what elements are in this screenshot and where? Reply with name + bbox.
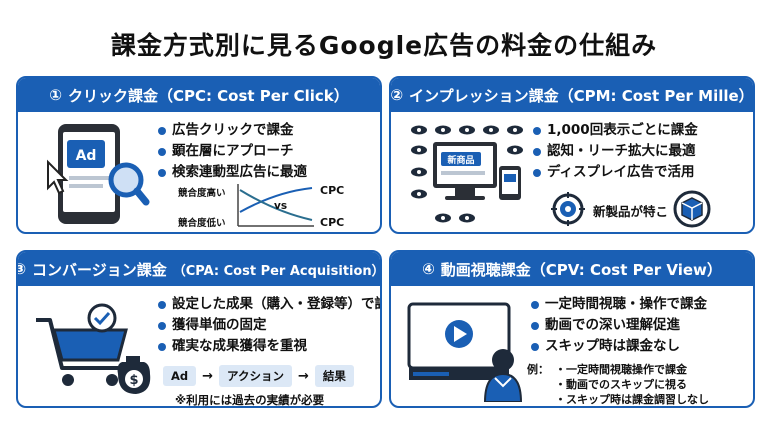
cpv-bullets: 一定時間視聴・操作で課金 動画での深い理解促進 スキップ時は課金なし bbox=[531, 294, 707, 357]
target-text: 新製品が特こ bbox=[593, 204, 669, 219]
cpc-panel-title: クリック課金（CPC: Cost Per Click） bbox=[67, 86, 349, 105]
cpa-panel-header: ③ コンバージョン課金 （CPA: Cost Per Acquisition） bbox=[18, 252, 380, 286]
cpa-panel-number: ③ bbox=[18, 260, 26, 278]
cpv-panel-header: ④ 動画視聴課金（CPV: Cost Per View） bbox=[391, 252, 753, 286]
phone-click-icon: Ad bbox=[47, 124, 150, 224]
cpm-panel-number: ② bbox=[390, 86, 404, 104]
cpc-bullet: 顕在層にアプローチ bbox=[158, 141, 307, 162]
display-eyes-icon: 新商品 bbox=[411, 125, 523, 223]
cpm-panel-title: インプレッション課金（CPM: Cost Per Mille） bbox=[409, 86, 754, 105]
cpc-bullet: 検索連動型広告に最適 bbox=[158, 162, 307, 183]
example-list: ・一定時間視聴操作で課金 ・動画でのスキップに視る ・スキップ時は課金調習しなし bbox=[555, 362, 709, 406]
cpa-bullets: 設定した成果（購入・登録等）で課金 獲得単価の固定 確実な成果獲得を重視 bbox=[158, 294, 380, 357]
cpm-bullet: 認知・リーチ拡大に最適 bbox=[533, 141, 698, 162]
example-item: ・動画でのスキップに視る bbox=[555, 378, 687, 391]
video-player-icon bbox=[407, 302, 523, 402]
cpv-panel-number: ④ bbox=[422, 260, 435, 278]
cpa-bullet: 確実な成果獲得を重視 bbox=[158, 336, 380, 357]
conversion-flow: Ad → アクション → 結果 bbox=[163, 365, 354, 387]
cpm-bullet: 1,000回表示ごとに課金 bbox=[533, 120, 698, 141]
cpc-bullets: 広告クリックで課金 顕在層にアプローチ 検索連動型広告に最適 bbox=[158, 120, 307, 183]
cpc-bullet: 広告クリックで課金 bbox=[158, 120, 307, 141]
flow-step-ad: Ad bbox=[163, 366, 197, 386]
cpa-note: ※利用には過去の実績が必要 bbox=[175, 393, 325, 407]
cpv-panel-title: 動画視聴課金（CPV: Cost Per View） bbox=[440, 260, 722, 279]
flow-arrow: → bbox=[202, 368, 214, 384]
screen-label: 新商品 bbox=[447, 154, 474, 166]
cpv-panel: ④ 動画視聴課金（CPV: Cost Per View） 一定時間視聴・操作で課… bbox=[389, 250, 755, 408]
cpv-bullet: 一定時間視聴・操作で課金 bbox=[531, 294, 707, 315]
cpa-panel-title: コンバージョン課金 bbox=[32, 260, 167, 279]
cpc-panel: ① クリック課金（CPC: Cost Per Click） Ad 広告クリックで… bbox=[16, 76, 382, 234]
cpc-panel-number: ① bbox=[49, 86, 62, 104]
flow-step-result: 結果 bbox=[314, 365, 354, 387]
cpv-bullet: 動画での深い理解促進 bbox=[531, 315, 707, 336]
product-box-icon bbox=[673, 190, 711, 228]
example-item: ・一定時間視聴操作で課金 bbox=[555, 363, 687, 376]
chart-cpc-top: CPC bbox=[320, 184, 345, 197]
page-title: 課金方式別に見るGoogle広告の料金の仕組み bbox=[110, 31, 658, 60]
cpm-panel-header: ② インプレッション課金（CPM: Cost Per Mille） bbox=[391, 78, 753, 112]
target-icon bbox=[551, 192, 585, 226]
example-item: ・スキップ時は課金調習しなし bbox=[555, 393, 709, 406]
ad-label: Ad bbox=[76, 148, 97, 164]
shopping-cart-icon: $ bbox=[36, 303, 151, 394]
chart-high-label: 競合度高い bbox=[178, 188, 226, 199]
cpc-comparison-chart bbox=[237, 184, 314, 227]
chart-vs-label: vs bbox=[274, 200, 288, 212]
flow-arrow: → bbox=[297, 368, 309, 384]
cpa-panel: ③ コンバージョン課金 （CPA: Cost Per Acquisition） … bbox=[16, 250, 382, 408]
cpv-bullet: スキップ時は課金なし bbox=[531, 336, 707, 357]
cpm-bullet: ディスプレイ広告で活用 bbox=[533, 162, 698, 183]
flow-step-action: アクション bbox=[219, 365, 292, 387]
cpc-panel-header: ① クリック課金（CPC: Cost Per Click） bbox=[18, 78, 380, 112]
chart-low-label: 競合度低い bbox=[178, 218, 226, 229]
cpa-bullet: 獲得単価の固定 bbox=[158, 315, 380, 336]
example-label: 例： bbox=[527, 363, 549, 376]
cpm-bullets: 1,000回表示ごとに課金 認知・リーチ拡大に最適 ディスプレイ広告で活用 bbox=[533, 120, 698, 183]
chart-cpc-bottom: CPC bbox=[320, 216, 345, 229]
dollar-symbol: $ bbox=[129, 373, 138, 388]
cpa-bullet: 設定した成果（購入・登録等）で課金 bbox=[158, 294, 380, 315]
cpa-panel-subtitle: （CPA: Cost Per Acquisition） bbox=[172, 263, 382, 279]
cpm-panel: ② インプレッション課金（CPM: Cost Per Mille） 新商品 1,… bbox=[389, 76, 755, 234]
